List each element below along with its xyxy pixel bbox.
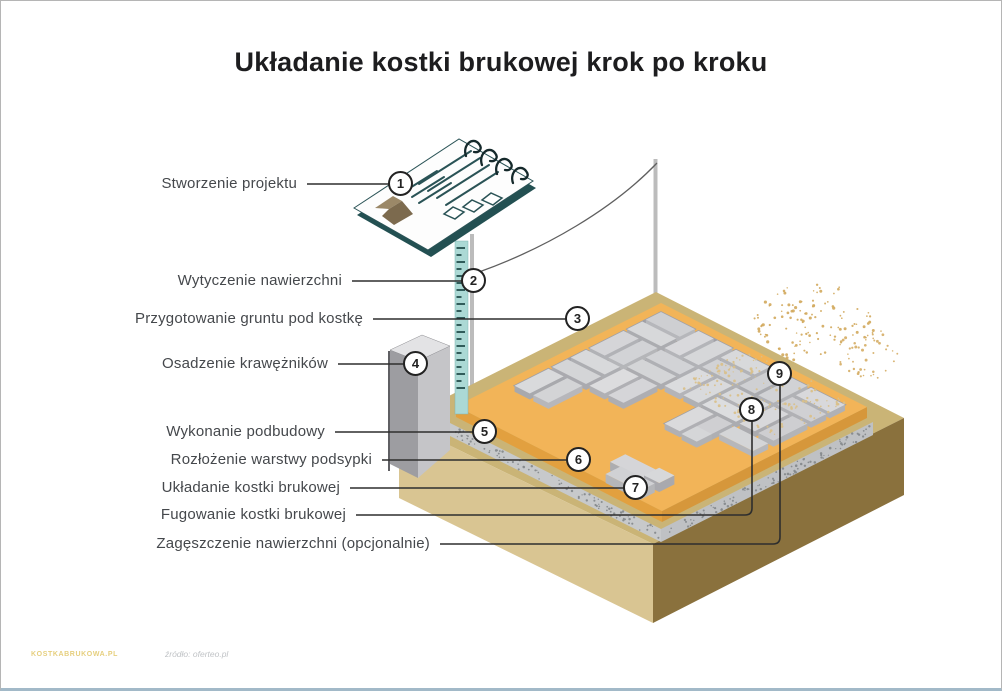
- page-title: Układanie kostki brukowej krok po kroku: [234, 47, 768, 77]
- step-label-2: Wytyczenie nawierzchni: [177, 272, 342, 289]
- project-clipboard: [353, 138, 536, 257]
- step-label-7: Układanie kostki brukowej: [161, 479, 340, 496]
- step-label-4: Osadzenie krawężników: [162, 355, 328, 372]
- source-text: źródło: oferteo.pl: [165, 649, 229, 659]
- sand-layer: [456, 303, 867, 522]
- step-marker-3: 3: [565, 306, 590, 331]
- step-label-5: Wykonanie podbudowy: [166, 423, 325, 440]
- step-marker-5: 5: [472, 419, 497, 444]
- step-marker-6: 6: [566, 447, 591, 472]
- stake-poles: [470, 159, 658, 386]
- step-marker-8: 8: [739, 397, 764, 422]
- step-marker-9: 9: [767, 361, 792, 386]
- step-label-9: Zagęszczenie nawierzchni (opcjonalnie): [156, 535, 430, 552]
- guide-string: [478, 162, 658, 273]
- step-label-8: Fugowanie kostki brukowej: [160, 506, 346, 523]
- step-label-6: Rozłożenie warstwy podsypki: [170, 451, 372, 468]
- step-marker-7: 7: [623, 475, 648, 500]
- measuring-ruler: [454, 240, 469, 415]
- step-label-3: Przygotowanie gruntu pod kostkę: [135, 310, 363, 327]
- gravel-layer: [447, 422, 873, 542]
- watermark-text: KOSTKABRUKOWA.PL: [31, 651, 118, 658]
- leader-lines: [307, 183, 781, 545]
- step-label-1: Stworzenie projektu: [161, 175, 297, 192]
- step-marker-2: 2: [461, 268, 486, 293]
- step-marker-4: 4: [403, 351, 428, 376]
- step-marker-1: 1: [388, 171, 413, 196]
